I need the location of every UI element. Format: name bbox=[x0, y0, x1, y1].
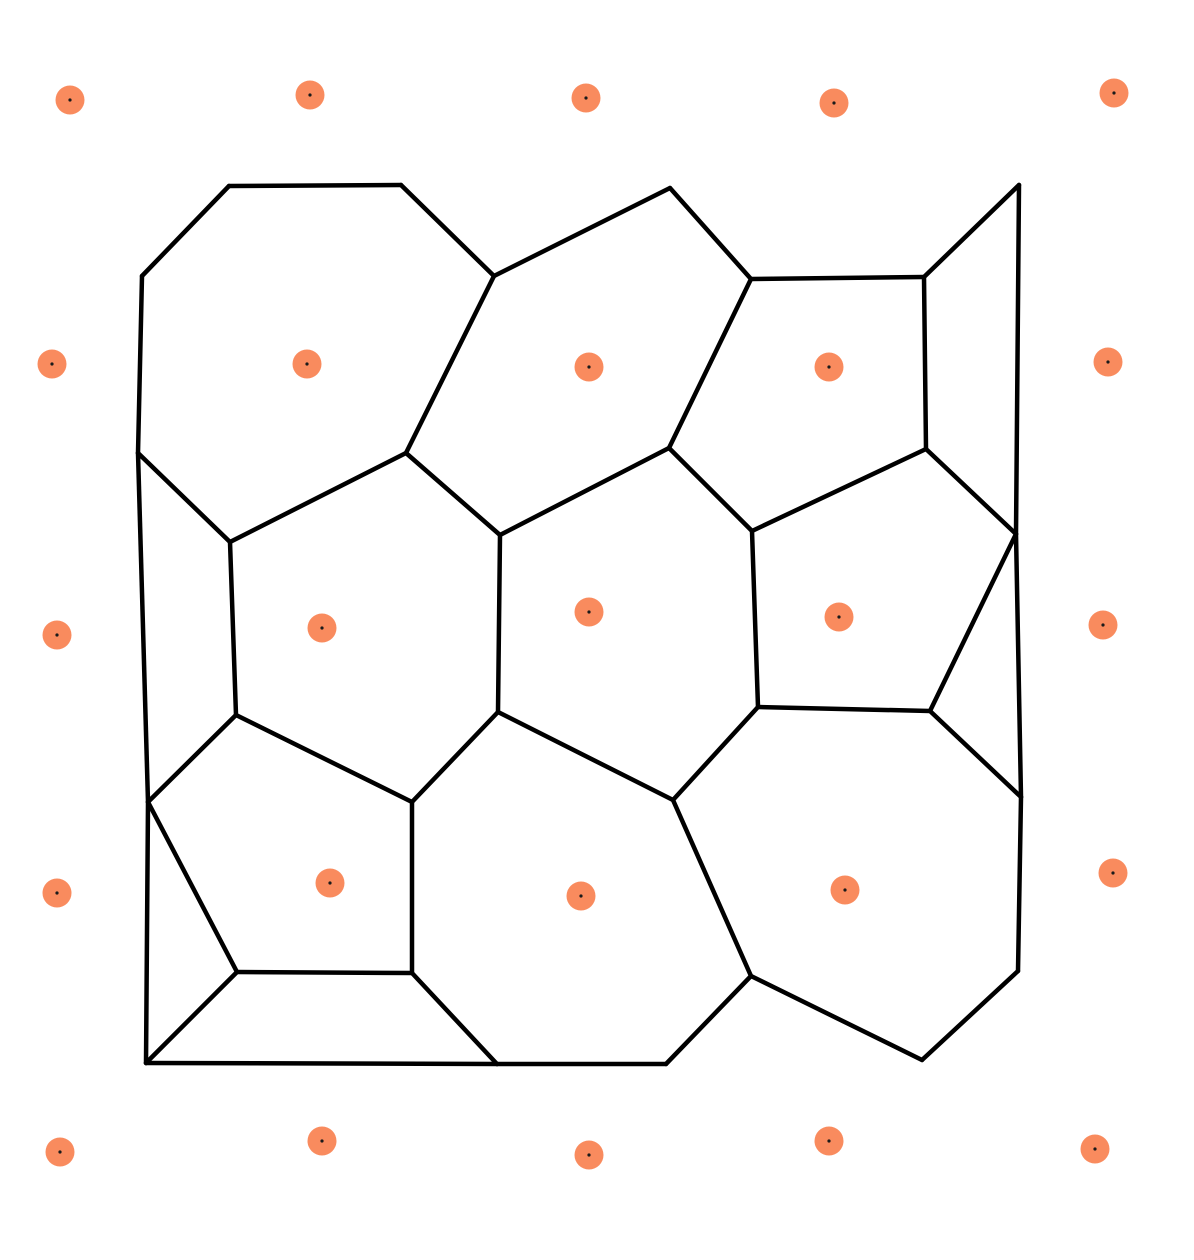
voronoi-edge bbox=[921, 274, 929, 452]
voronoi-site bbox=[37, 349, 67, 379]
site-center-point bbox=[320, 1139, 324, 1143]
voronoi-site bbox=[574, 352, 604, 382]
voronoi-site bbox=[574, 597, 604, 627]
voronoi-site bbox=[830, 875, 860, 905]
site-center-point bbox=[1101, 623, 1105, 627]
site-center-point bbox=[68, 98, 72, 102]
voronoi-site bbox=[315, 868, 345, 898]
voronoi-edge bbox=[666, 276, 754, 451]
voronoi-edge bbox=[398, 182, 497, 279]
voronoi-edge bbox=[663, 973, 754, 1067]
voronoi-edge bbox=[233, 712, 415, 805]
voronoi-edge bbox=[666, 445, 755, 534]
voronoi-site bbox=[1099, 78, 1129, 108]
voronoi-edge bbox=[919, 968, 1021, 1063]
site-center-point bbox=[832, 101, 836, 105]
voronoi-edge bbox=[923, 446, 1019, 537]
voronoi-edge bbox=[143, 969, 240, 1066]
voronoi-site bbox=[42, 620, 72, 650]
site-center-point bbox=[837, 615, 841, 619]
voronoi-edge bbox=[227, 539, 239, 718]
site-center-point bbox=[58, 1150, 62, 1154]
site-center-point bbox=[308, 93, 312, 97]
voronoi-edge bbox=[670, 797, 754, 979]
voronoi-site bbox=[824, 602, 854, 632]
voronoi-edge bbox=[143, 799, 151, 1066]
voronoi-site bbox=[292, 349, 322, 379]
voronoi-site bbox=[574, 1140, 604, 1170]
site-center-point bbox=[1112, 91, 1116, 95]
site-center-point bbox=[1093, 1147, 1097, 1151]
voronoi-edge bbox=[135, 273, 145, 456]
site-center-point bbox=[587, 1153, 591, 1157]
voronoi-edge bbox=[748, 973, 925, 1063]
site-center-point bbox=[827, 365, 831, 369]
voronoi-site bbox=[814, 352, 844, 382]
voronoi-edge bbox=[409, 970, 500, 1067]
voronoi-site bbox=[566, 881, 596, 911]
voronoi-edge bbox=[135, 450, 151, 805]
voronoi-edge bbox=[1013, 182, 1022, 537]
site-center-point bbox=[305, 362, 309, 366]
voronoi-edge bbox=[227, 450, 409, 545]
voronoi-edge bbox=[749, 446, 929, 534]
voronoi-edge bbox=[495, 709, 676, 803]
site-center-point bbox=[50, 362, 54, 366]
site-center-point bbox=[1106, 360, 1110, 364]
voronoi-edges bbox=[135, 182, 1024, 1067]
voronoi-edge bbox=[135, 450, 233, 545]
voronoi-edge bbox=[670, 704, 761, 803]
site-center-point bbox=[827, 1139, 831, 1143]
site-center-point bbox=[328, 881, 332, 885]
voronoi-edge bbox=[234, 969, 415, 976]
voronoi-edge bbox=[409, 709, 501, 805]
voronoi-edge bbox=[1015, 794, 1024, 974]
voronoi-edge bbox=[755, 704, 933, 714]
voronoi-edge bbox=[495, 532, 503, 715]
voronoi-site bbox=[1093, 347, 1123, 377]
voronoi-edge bbox=[921, 182, 1022, 280]
voronoi-edge bbox=[1013, 531, 1024, 800]
voronoi-site bbox=[42, 878, 72, 908]
voronoi-edge bbox=[403, 450, 503, 538]
voronoi-edge bbox=[143, 1060, 500, 1067]
site-center-point bbox=[55, 633, 59, 637]
voronoi-site bbox=[55, 85, 85, 115]
voronoi-site bbox=[307, 613, 337, 643]
voronoi-edge bbox=[748, 274, 927, 282]
voronoi-edge bbox=[139, 183, 232, 279]
site-center-point bbox=[1111, 871, 1115, 875]
voronoi-edge bbox=[226, 182, 404, 189]
voronoi-edge bbox=[927, 531, 1019, 714]
site-center-point bbox=[579, 894, 583, 898]
voronoi-site bbox=[814, 1126, 844, 1156]
site-center-point bbox=[55, 891, 59, 895]
site-center-point bbox=[584, 96, 588, 100]
voronoi-edge bbox=[145, 712, 239, 805]
voronoi-edge bbox=[927, 708, 1024, 800]
voronoi-site bbox=[307, 1126, 337, 1156]
voronoi-sites bbox=[37, 78, 1129, 1170]
voronoi-site bbox=[571, 83, 601, 113]
voronoi-site bbox=[295, 80, 325, 110]
voronoi-edge bbox=[497, 445, 672, 538]
voronoi-site bbox=[1080, 1134, 1110, 1164]
voronoi-edge bbox=[491, 185, 673, 279]
voronoi-site bbox=[819, 88, 849, 118]
voronoi-site bbox=[1088, 610, 1118, 640]
voronoi-edge bbox=[749, 528, 761, 710]
voronoi-edge bbox=[403, 273, 497, 456]
site-center-point bbox=[587, 365, 591, 369]
voronoi-site bbox=[1098, 858, 1128, 888]
site-center-point bbox=[843, 888, 847, 892]
voronoi-edge bbox=[145, 799, 240, 975]
voronoi-edge bbox=[667, 185, 754, 282]
voronoi-site bbox=[45, 1137, 75, 1167]
site-center-point bbox=[320, 626, 324, 630]
site-center-point bbox=[587, 610, 591, 614]
